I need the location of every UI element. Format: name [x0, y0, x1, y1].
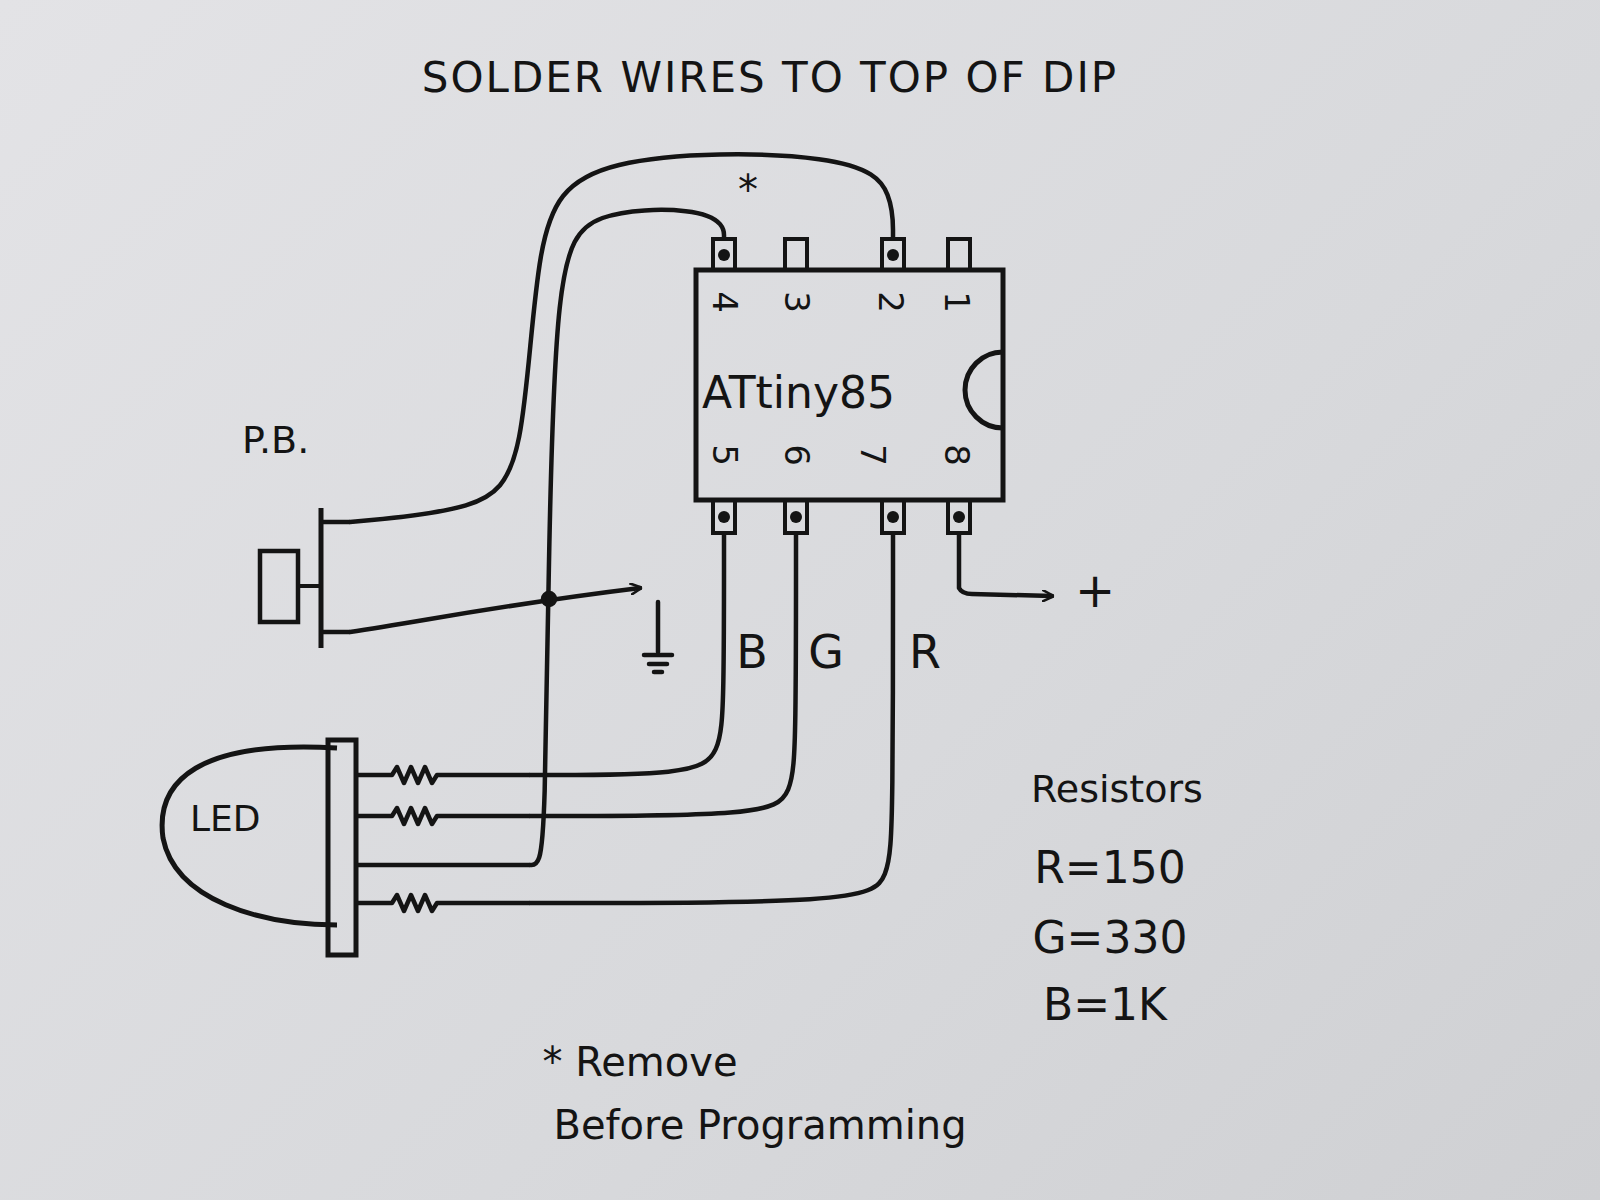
chip-pin	[882, 239, 904, 270]
button-contact	[321, 520, 350, 525]
pin-number: 7	[853, 444, 890, 466]
wire-label: B	[736, 627, 768, 678]
node-label: ATtiny85	[702, 369, 895, 417]
node-label: P.B.	[242, 420, 309, 462]
button-contact	[321, 630, 350, 635]
wire-label: G	[808, 627, 844, 678]
note-heading: Resistors	[1031, 769, 1203, 811]
pin-number: 3	[777, 291, 814, 313]
power-wire	[959, 535, 1052, 596]
resistor-value: R=150	[1034, 844, 1185, 892]
resistor-value: G=330	[1033, 914, 1188, 962]
ground-symbol	[644, 602, 672, 672]
pin-number: 5	[705, 444, 742, 466]
button-bar	[319, 508, 324, 648]
note-text: Before Programming	[553, 1103, 966, 1147]
rgb-led: LED	[160, 735, 530, 960]
supply-label: +	[1075, 564, 1115, 617]
resistor-symbol	[356, 895, 530, 911]
resistor-symbol	[356, 767, 530, 783]
chip-pin	[713, 239, 735, 270]
solder-dot	[790, 511, 802, 523]
chip-pin	[785, 239, 807, 270]
solder-dot	[887, 249, 899, 261]
button-cap	[260, 551, 298, 622]
wire	[350, 154, 893, 522]
chip-pin	[785, 500, 807, 533]
pin-number: 4	[705, 291, 742, 313]
pin-number: 2	[871, 291, 908, 313]
pin-number: 1	[937, 291, 974, 313]
solder-dot	[887, 511, 899, 523]
ground-wire	[350, 588, 640, 632]
wire	[530, 535, 893, 903]
chip-notch	[965, 352, 1003, 428]
title: SOLDER WIRES TO TOP OF DIP	[422, 55, 1118, 101]
led-lead	[356, 863, 530, 868]
chip-pin	[948, 239, 970, 270]
solder-dot	[718, 249, 730, 261]
solder-dot	[953, 511, 965, 523]
callout-star: *	[738, 168, 758, 212]
node-outline	[160, 735, 530, 960]
wire	[530, 535, 796, 816]
node-label: LED	[190, 799, 261, 839]
solder-dot	[718, 511, 730, 523]
led-dome	[162, 747, 337, 925]
wire-label: R	[909, 627, 941, 678]
wire	[530, 535, 724, 775]
note-text: * Remove	[542, 1040, 737, 1084]
pin-number: 6	[777, 444, 814, 466]
chip-pin	[882, 500, 904, 533]
chip-body: ATtiny85	[694, 237, 1005, 535]
resistor-value: B=1K	[1043, 981, 1167, 1029]
push-button: P.B.	[240, 420, 350, 650]
pin-number: 8	[937, 444, 974, 466]
led-flange	[328, 740, 356, 955]
chip-pin	[713, 500, 735, 533]
chip-pin	[948, 500, 970, 533]
chip-outline	[696, 270, 1003, 500]
resistor-symbol	[356, 808, 530, 824]
button-stem	[298, 584, 321, 588]
